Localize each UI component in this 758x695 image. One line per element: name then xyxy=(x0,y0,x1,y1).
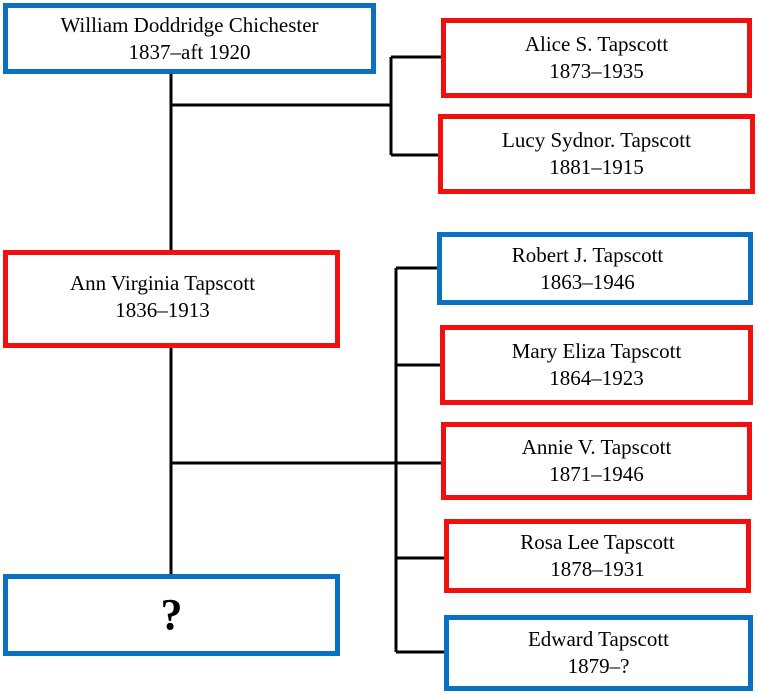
person-box-robert: Robert J. Tapscott 1863–1946 xyxy=(437,232,753,305)
person-box-edward: Edward Tapscott 1879–? xyxy=(444,615,753,691)
person-name: William Doddridge Chichester xyxy=(60,12,319,37)
person-name: Robert J. Tapscott xyxy=(511,243,664,267)
person-box-lucy: Lucy Sydnor. Tapscott 1881–1915 xyxy=(438,114,755,194)
person-name: Edward Tapscott xyxy=(527,627,670,651)
person-years: 1871–1946 xyxy=(549,462,644,486)
person-years: 1878–1931 xyxy=(550,557,645,581)
person-name: Mary Eliza Tapscott xyxy=(511,339,682,363)
person-years: 1836–1913 xyxy=(115,298,210,322)
person-years: 1864–1923 xyxy=(549,366,644,390)
person-years: 1873–1935 xyxy=(549,59,644,83)
person-years: 1879–? xyxy=(567,654,630,678)
person-name: Ann Virginia Tapscott xyxy=(69,271,256,295)
person-box-mary: Mary Eliza Tapscott 1864–1923 xyxy=(440,325,753,405)
person-years: 1863–1946 xyxy=(540,270,635,294)
person-years: 1837–aft 1920 xyxy=(128,39,251,64)
person-name: Rosa Lee Tapscott xyxy=(520,530,675,554)
person-box-unknown: ? xyxy=(3,574,340,656)
unknown-parent-label: ? xyxy=(160,590,183,639)
person-name: Annie V. Tapscott xyxy=(521,435,672,459)
person-years: 1881–1915 xyxy=(549,155,644,179)
person-box-annie: Annie V. Tapscott 1871–1946 xyxy=(441,422,752,500)
person-box-william: William Doddridge Chichester 1837–aft 19… xyxy=(3,3,376,74)
person-name: Alice S. Tapscott xyxy=(524,32,669,56)
person-box-ann: Ann Virginia Tapscott 1836–1913 xyxy=(3,250,340,348)
person-box-rosa: Rosa Lee Tapscott 1878–1931 xyxy=(444,519,751,593)
person-box-alice: Alice S. Tapscott 1873–1935 xyxy=(441,18,752,98)
person-name: Lucy Sydnor. Tapscott xyxy=(502,128,691,152)
